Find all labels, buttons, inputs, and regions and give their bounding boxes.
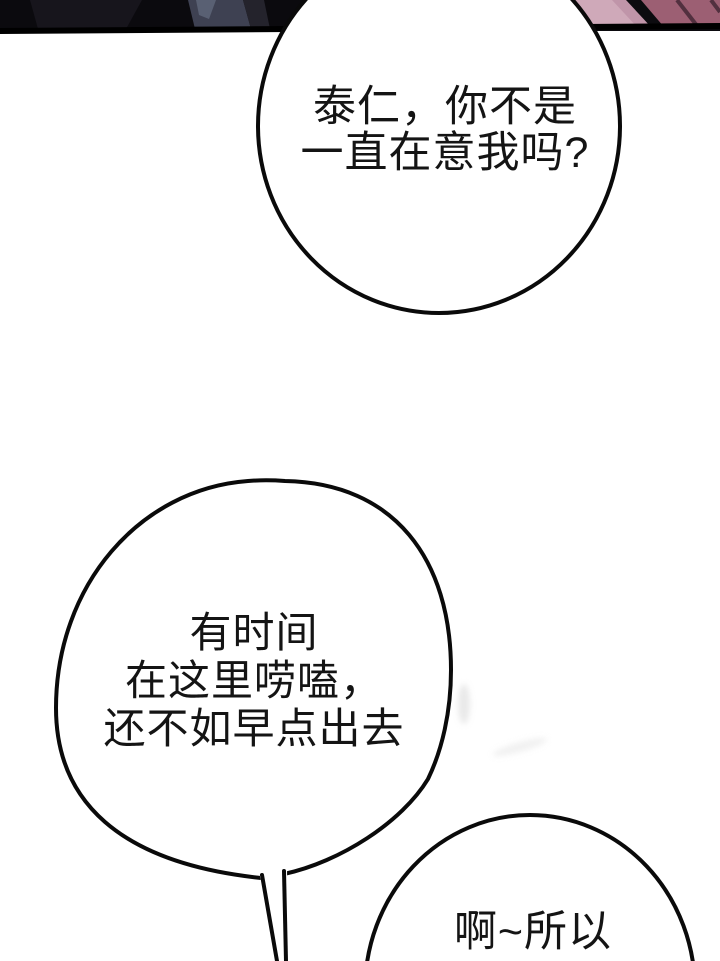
pink-hair-shade-shape (612, 0, 651, 27)
top-bubble-line-1: 泰仁，你不是 (313, 83, 577, 131)
speech-bubble-middle-tail-left-line (260, 873, 279, 961)
top-bubble-line-2: 一直在意我吗? (300, 129, 590, 177)
middle-bubble-line-2: 在这里唠嗑， (124, 657, 383, 704)
black-stripe-shape (626, 0, 664, 27)
rose-hair-shape (641, 0, 720, 27)
speech-bubble-middle (54, 478, 453, 880)
bottom-bubble-text: 啊~所以 (323, 908, 720, 956)
smudge-artifact-2 (493, 737, 547, 757)
top-bubble-text: 泰仁，你不是 一直在意我吗? (235, 84, 655, 176)
middle-bubble-line-1: 有时间 (189, 609, 319, 656)
speech-bubble-middle-tail-right-line (282, 869, 288, 961)
middle-bubble-text: 有时间 在这里唠嗑， 还不如早点出去 (44, 609, 464, 753)
panel-shadow-shape (30, 0, 142, 29)
middle-bubble-line-3: 还不如早点出去 (103, 705, 405, 752)
rose-strand-line-2 (709, 0, 720, 14)
print-artifacts (458, 684, 547, 757)
speech-bubble-top (256, 0, 622, 315)
figure-highlight-shape (196, 0, 216, 19)
smudge-artifact (458, 684, 470, 724)
speech-bubble-bottom (365, 813, 695, 961)
rose-strand-line (675, 0, 700, 29)
bottom-bubble-line-1: 啊~所以 (453, 908, 613, 956)
figure-darkgray-shape (243, 0, 270, 29)
